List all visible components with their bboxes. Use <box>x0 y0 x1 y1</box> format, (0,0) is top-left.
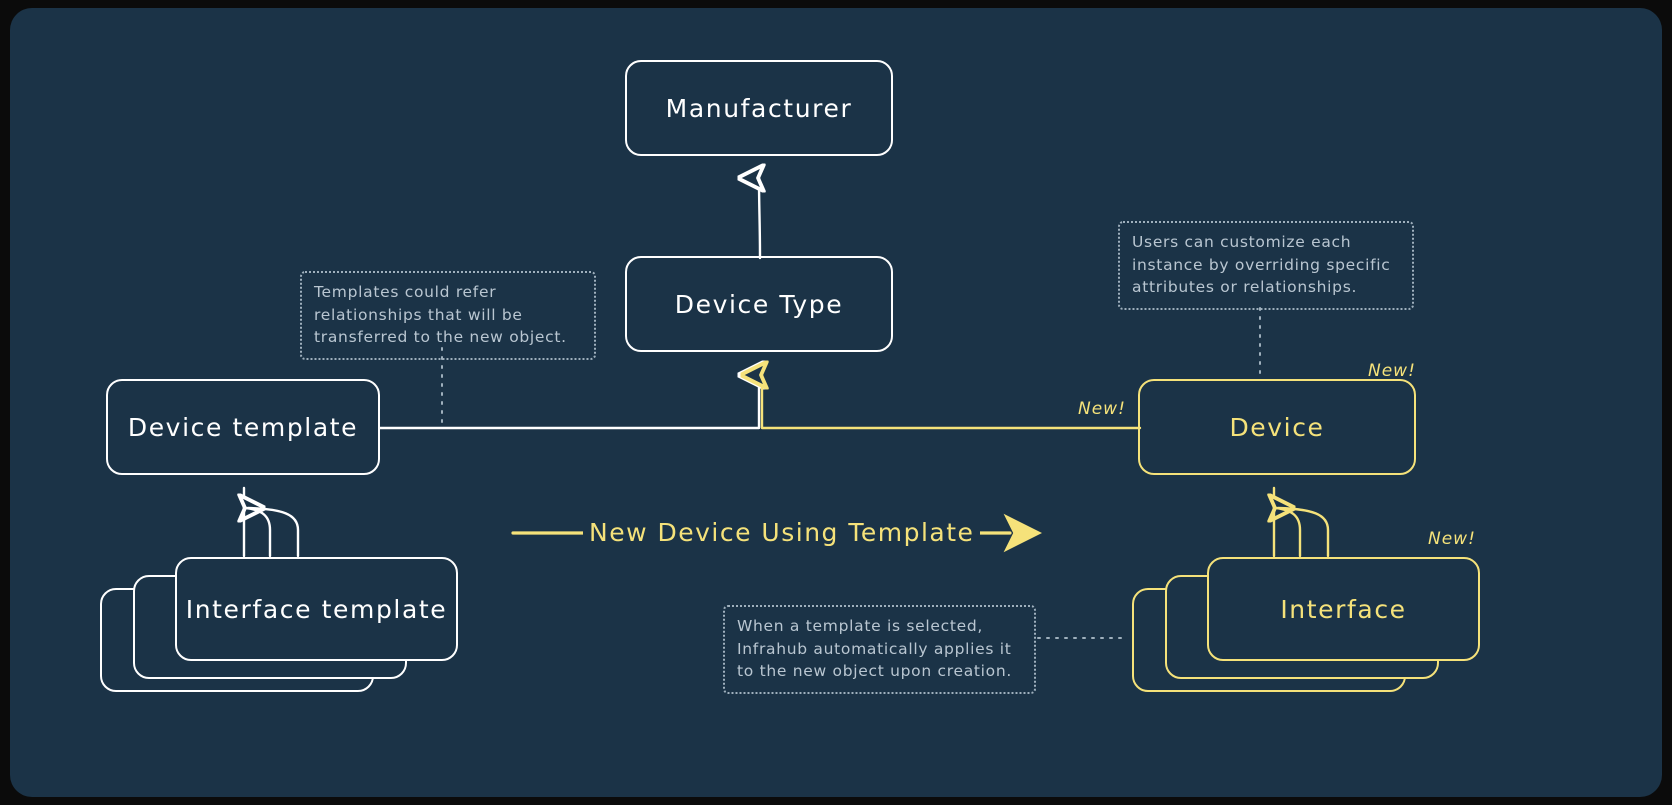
badge-device-edge-new: New! <box>1074 399 1130 419</box>
node-manufacturer[interactable]: Manufacturer <box>625 60 893 156</box>
note-auto-apply: When a template is selected, Infrahub au… <box>723 605 1036 694</box>
edge-interfacetemplate-devicetemplate <box>244 486 300 558</box>
node-device-label: Device <box>1229 412 1325 442</box>
node-manufacturer-label: Manufacturer <box>665 93 853 123</box>
node-interface-template-label: Interface template <box>185 594 448 624</box>
node-interface[interactable]: Interface <box>1207 557 1480 661</box>
badge-interface-new: New! <box>1428 529 1476 549</box>
note-users-customize: Users can customize each instance by ove… <box>1118 221 1414 310</box>
node-device-type-label: Device Type <box>674 289 844 319</box>
node-device-type[interactable]: Device Type <box>625 256 893 352</box>
edge-devicetype-manufacturer <box>759 178 760 260</box>
node-device[interactable]: Device <box>1138 379 1416 475</box>
node-device-template[interactable]: Device template <box>106 379 380 475</box>
node-interface-label: Interface <box>1280 594 1407 624</box>
node-device-template-label: Device template <box>127 412 359 442</box>
edge-device-devicetype <box>762 375 1142 430</box>
note-templates-refer: Templates could refer relationships that… <box>300 271 596 360</box>
edge-devicetemplate-devicetype <box>378 375 759 430</box>
node-interface-template[interactable]: Interface template <box>175 557 458 661</box>
badge-device-new: New! <box>1368 361 1416 381</box>
edge-interface-device <box>1274 486 1330 558</box>
diagram-canvas: Manufacturer Device Type Device template… <box>10 8 1662 797</box>
transition-arrow-label: New Device Using Template <box>583 518 981 547</box>
diagram-frame: Manufacturer Device Type Device template… <box>10 8 1662 797</box>
